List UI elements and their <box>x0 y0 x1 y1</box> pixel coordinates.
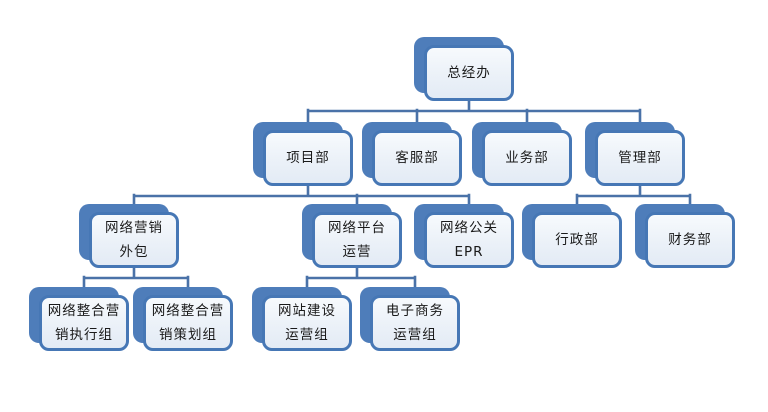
node-label: 网络整合营销执行组 <box>48 299 121 347</box>
org-node-network-marketing-outsourcing[interactable]: 网络营销外包 <box>79 204 179 268</box>
node-box[interactable]: 行政部 <box>532 212 622 268</box>
node-label-line: 网络营销 <box>105 219 163 236</box>
node-label: 项目部 <box>286 146 330 170</box>
node-label: 网络营销外包 <box>105 216 163 264</box>
org-node-network-platform-operations[interactable]: 网络平台运营 <box>302 204 402 268</box>
node-box[interactable]: 项目部 <box>263 130 353 186</box>
node-box[interactable]: 网站建设运营组 <box>262 295 352 351</box>
node-label-line: 总经办 <box>447 64 491 81</box>
node-label: 客服部 <box>395 146 439 170</box>
org-node-network-pr-epr[interactable]: 网络公关 EPR <box>414 204 514 268</box>
node-label-line: 电子商务 <box>386 302 444 319</box>
node-label-line: 行政部 <box>555 231 599 248</box>
org-node-customer-service-dept[interactable]: 客服部 <box>362 122 462 186</box>
node-label-line: 业务部 <box>505 149 549 166</box>
node-label-line: 运营组 <box>393 327 437 343</box>
node-label-line: 运营组 <box>285 327 329 343</box>
node-box[interactable]: 网络公关 EPR <box>424 212 514 268</box>
node-label: 财务部 <box>668 228 712 252</box>
org-node-ecommerce-operations-team[interactable]: 电子商务运营组 <box>360 287 460 351</box>
node-label-line: 销策划组 <box>159 327 217 343</box>
node-box[interactable]: 电子商务运营组 <box>370 295 460 351</box>
node-label-line: EPR <box>454 244 484 260</box>
node-box[interactable]: 客服部 <box>372 130 462 186</box>
node-label: 网络公关 EPR <box>440 216 498 264</box>
org-node-business-dept[interactable]: 业务部 <box>472 122 572 186</box>
node-label-line: 网络整合营 <box>47 302 121 319</box>
node-box[interactable]: 财务部 <box>645 212 735 268</box>
node-label-line: 网络整合营 <box>151 302 225 319</box>
node-box[interactable]: 网络营销外包 <box>89 212 179 268</box>
node-label-line: 客服部 <box>395 149 439 166</box>
node-label: 管理部 <box>618 146 662 170</box>
node-label-line: 销执行组 <box>55 327 113 343</box>
node-box[interactable]: 管理部 <box>595 130 685 186</box>
node-box[interactable]: 网络平台运营 <box>312 212 402 268</box>
node-label: 网络平台运营 <box>328 216 386 264</box>
node-label-line: 网络平台 <box>328 219 386 236</box>
node-label: 网站建设运营组 <box>278 299 336 347</box>
org-node-management-dept[interactable]: 管理部 <box>585 122 685 186</box>
node-box[interactable]: 总经办 <box>424 45 514 101</box>
node-label: 电子商务运营组 <box>386 299 444 347</box>
node-box[interactable]: 网络整合营销执行组 <box>39 295 129 351</box>
org-node-general-office[interactable]: 总经办 <box>414 37 514 101</box>
node-label-line: 项目部 <box>286 149 330 166</box>
node-box[interactable]: 业务部 <box>482 130 572 186</box>
org-node-website-construction-operations-team[interactable]: 网站建设运营组 <box>252 287 352 351</box>
node-label-line: 运营 <box>342 244 372 260</box>
node-label: 行政部 <box>555 228 599 252</box>
org-node-project-dept[interactable]: 项目部 <box>253 122 353 186</box>
node-label-line: 网络公关 <box>440 219 498 236</box>
org-node-integrated-marketing-planning-team[interactable]: 网络整合营销策划组 <box>133 287 233 351</box>
org-node-administration-dept[interactable]: 行政部 <box>522 204 622 268</box>
org-node-integrated-marketing-execution-team[interactable]: 网络整合营销执行组 <box>29 287 129 351</box>
node-label-line: 外包 <box>119 244 149 260</box>
node-label-line: 管理部 <box>618 149 662 166</box>
org-node-finance-dept[interactable]: 财务部 <box>635 204 735 268</box>
node-label: 网络整合营销策划组 <box>152 299 225 347</box>
node-label-line: 网站建设 <box>278 302 336 319</box>
node-label-line: 财务部 <box>668 231 712 248</box>
node-label: 业务部 <box>505 146 549 170</box>
node-label: 总经办 <box>447 61 491 85</box>
node-box[interactable]: 网络整合营销策划组 <box>143 295 233 351</box>
